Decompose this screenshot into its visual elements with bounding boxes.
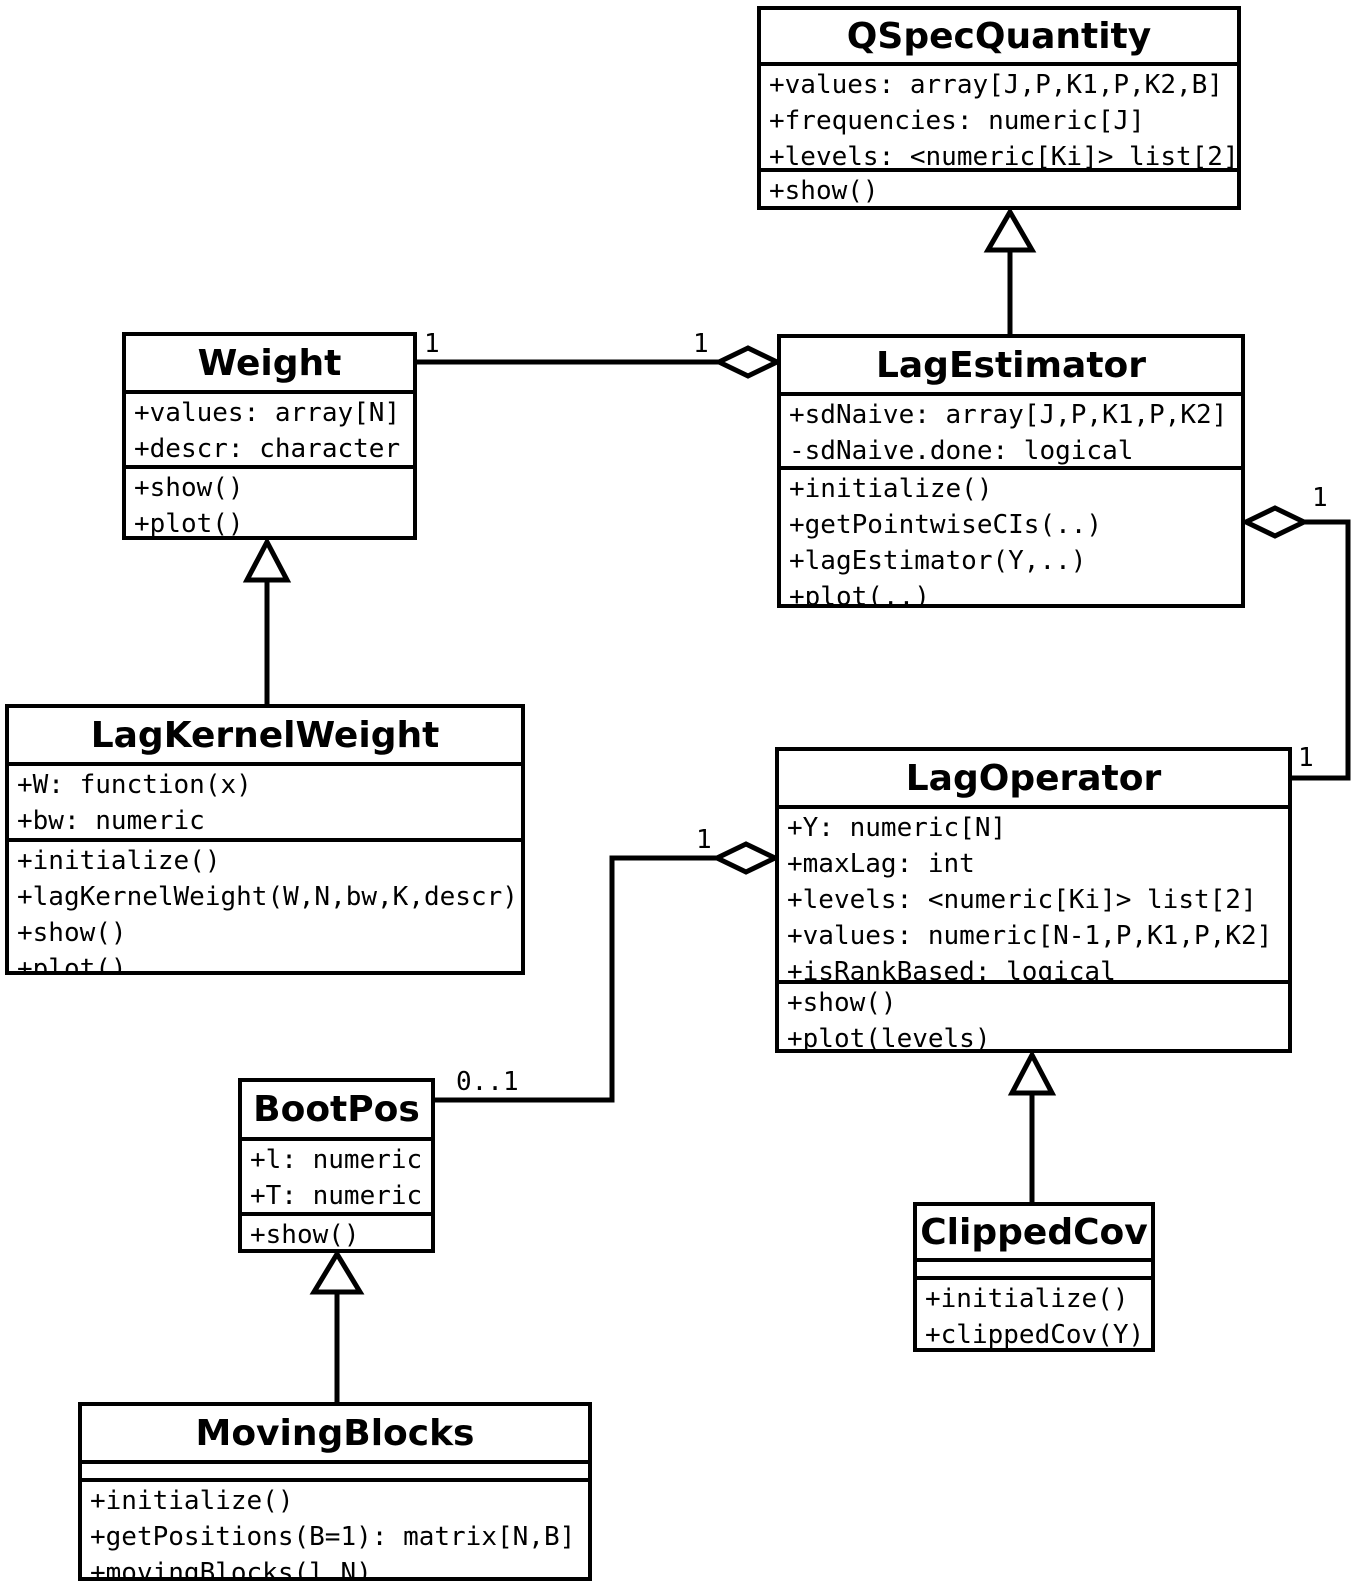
methods-section: +show() +plot(levels)	[779, 984, 1288, 1049]
methods-section: +show()	[761, 172, 1237, 206]
method: +plot()	[17, 954, 127, 971]
method: +plot()	[134, 509, 244, 536]
attribute: +levels: <numeric[Ki]> list[2]	[787, 885, 1257, 915]
class-clippedcov: ClippedCov +initialize() +clippedCov(Y)	[913, 1202, 1155, 1352]
class-title: LagKernelWeight	[9, 708, 521, 766]
attribute: +W: function(x)	[17, 770, 252, 800]
attribute: +values: numeric[N-1,P,K1,P,K2]	[787, 921, 1273, 951]
method: +lagKernelWeight(W,N,bw,K,descr)	[17, 882, 518, 912]
methods-section: +initialize() +getPositions(B=1): matrix…	[82, 1482, 588, 1577]
class-weight: Weight +values: array[N] +descr: charact…	[122, 332, 417, 540]
class-title: LagEstimator	[781, 338, 1241, 396]
method: +movingBlocks(l,N)	[90, 1558, 372, 1577]
method: +lagEstimator(Y,..)	[789, 546, 1087, 576]
attributes-section: +values: array[J,P,K1,P,K2,B] +frequenci…	[761, 66, 1237, 172]
multiplicity-label: 1	[1312, 483, 1328, 513]
attribute: +l: numeric	[250, 1145, 423, 1175]
attributes-section-empty	[82, 1464, 588, 1482]
methods-section: +initialize() +clippedCov(Y)	[917, 1280, 1151, 1348]
aggregation-lagestimator-lagoperator	[1240, 505, 1351, 781]
class-lagkernelweight: LagKernelWeight +W: function(x) +bw: num…	[5, 704, 525, 975]
multiplicity-label: 1	[1298, 743, 1314, 773]
class-title: BootPos	[242, 1082, 431, 1141]
attributes-section: +values: array[N] +descr: character	[126, 394, 413, 469]
attributes-section: +l: numeric +T: numeric	[242, 1141, 431, 1216]
method: +plot(..)	[789, 582, 930, 604]
generalization-clippedcov-to-lagoperator	[1007, 1049, 1057, 1202]
method: +getPositions(B=1): matrix[N,B]	[90, 1522, 576, 1552]
attribute: +T: numeric	[250, 1181, 423, 1211]
generalization-movingblocks-to-bootpos	[309, 1249, 365, 1402]
attribute: +descr: character	[134, 434, 401, 464]
method: +show()	[134, 473, 244, 503]
aggregation-bootpos-lagoperator	[435, 841, 781, 1103]
method: +clippedCov(Y)	[925, 1320, 1145, 1348]
aggregation-weight-lagestimator	[417, 345, 783, 379]
class-lagestimator: LagEstimator +sdNaive: array[J,P,K1,P,K2…	[777, 334, 1245, 608]
attribute: +bw: numeric	[17, 806, 205, 836]
attribute: +frequencies: numeric[J]	[769, 106, 1145, 136]
generalization-lagestimator-to-qspecquantity	[983, 207, 1037, 334]
multiplicity-label: 1	[693, 329, 709, 359]
attribute: +Y: numeric[N]	[787, 813, 1007, 843]
methods-section: +initialize() +lagKernelWeight(W,N,bw,K,…	[9, 842, 521, 971]
class-qspecquantity: QSpecQuantity +values: array[J,P,K1,P,K2…	[757, 6, 1241, 210]
attributes-section: +Y: numeric[N] +maxLag: int +levels: <nu…	[779, 809, 1288, 984]
method: +show()	[787, 988, 897, 1018]
method: +plot(levels)	[787, 1024, 991, 1049]
methods-section: +initialize() +getPointwiseCIs(..) +lagE…	[781, 470, 1241, 604]
class-title: QSpecQuantity	[761, 10, 1237, 66]
method: +getPointwiseCIs(..)	[789, 510, 1103, 540]
method: +initialize()	[90, 1486, 294, 1516]
method: +show()	[769, 176, 879, 206]
attribute: +sdNaive: array[J,P,K1,P,K2]	[789, 400, 1228, 430]
attribute: +levels: <numeric[Ki]> list[2]	[769, 142, 1237, 172]
method: +initialize()	[789, 474, 993, 504]
generalization-lagkernelweight-to-weight	[242, 536, 292, 704]
method: +initialize()	[17, 846, 221, 876]
attribute: +isRankBased: logical	[787, 957, 1116, 984]
attribute: +values: array[J,P,K1,P,K2,B]	[769, 70, 1223, 100]
class-title: LagOperator	[779, 751, 1288, 809]
class-bootpos: BootPos +l: numeric +T: numeric +show()	[238, 1078, 435, 1253]
method: +initialize()	[925, 1284, 1129, 1314]
attributes-section: +W: function(x) +bw: numeric	[9, 766, 521, 842]
class-title: ClippedCov	[917, 1206, 1151, 1262]
method: +show()	[250, 1220, 360, 1249]
attributes-section: +sdNaive: array[J,P,K1,P,K2] -sdNaive.do…	[781, 396, 1241, 470]
methods-section: +show() +plot()	[126, 469, 413, 536]
multiplicity-label: 1	[424, 329, 440, 359]
attribute: +maxLag: int	[787, 849, 975, 879]
method: +show()	[17, 918, 127, 948]
attribute: -sdNaive.done: logical	[789, 436, 1134, 466]
attribute: +values: array[N]	[134, 398, 401, 428]
class-title: Weight	[126, 336, 413, 394]
multiplicity-label: 1	[696, 825, 712, 855]
class-movingblocks: MovingBlocks +initialize() +getPositions…	[78, 1402, 592, 1581]
attributes-section-empty	[917, 1262, 1151, 1280]
class-title: MovingBlocks	[82, 1406, 588, 1464]
methods-section: +show()	[242, 1216, 431, 1249]
multiplicity-label: 0..1	[456, 1067, 519, 1097]
class-lagoperator: LagOperator +Y: numeric[N] +maxLag: int …	[775, 747, 1292, 1053]
